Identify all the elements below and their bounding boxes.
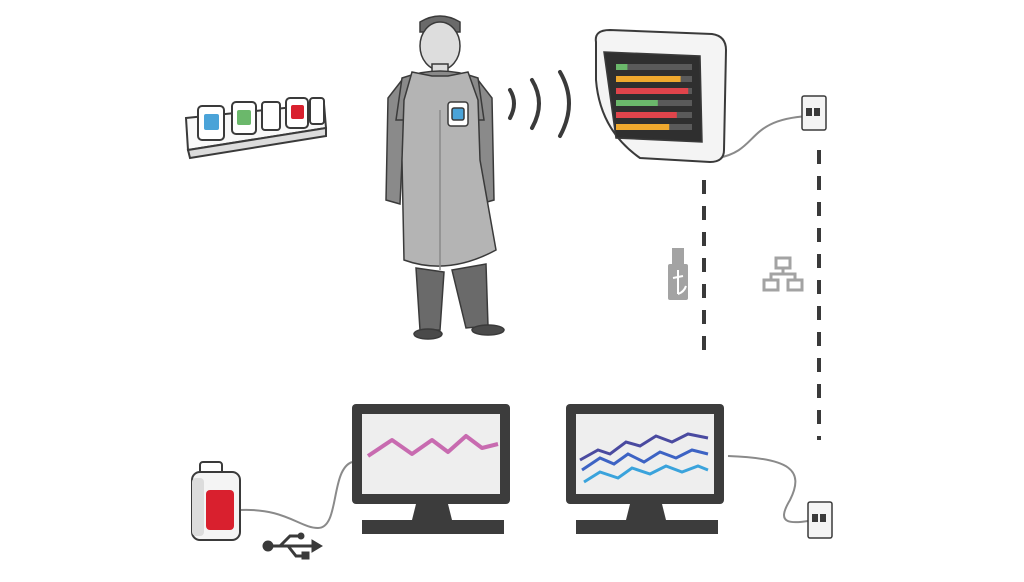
workstation-network-cable: [728, 456, 815, 522]
wireless-signal-icon: [510, 72, 569, 136]
display-network-cable: [718, 116, 808, 158]
dosimeter-indicator: [206, 490, 234, 530]
rack-slot-indicator: [204, 114, 219, 130]
rack-slot-indicator: [237, 110, 251, 125]
person-wearing-lead-apron-icon: [386, 16, 504, 339]
dosimeter-usb-cable: [240, 462, 352, 528]
ethernet-wall-jack-icon: [802, 96, 826, 130]
display-status-bar: [616, 88, 688, 94]
rack-slot-badge: [198, 106, 224, 140]
dosimeter-badge-rack-icon: [186, 98, 326, 158]
rack-slot-indicator: [291, 105, 304, 119]
wall-display-icon: [596, 30, 726, 162]
display-status-bar: [616, 112, 677, 118]
cables: [240, 116, 815, 528]
display-status-bar: [616, 76, 681, 82]
rack-slot-badge: [286, 98, 308, 128]
desktop-monitor-icon: [566, 404, 724, 534]
usb-symbol-icon: [263, 533, 322, 559]
rack-slot-badge: [232, 102, 256, 134]
worn-badge-indicator: [452, 108, 464, 120]
ethernet-wall-jack-icon: [808, 502, 832, 538]
display-status-bar: [616, 64, 627, 70]
usb-stick-icon: [668, 248, 688, 300]
dashed-links: [704, 150, 819, 440]
worn-dosimeter-badge: [448, 102, 468, 126]
display-status-bar: [616, 124, 669, 130]
desktop-monitor-icon: [352, 404, 510, 534]
display-status-bar: [616, 100, 658, 106]
network-topology-icon: [764, 258, 802, 290]
personal-dosimeter-icon: [192, 462, 240, 540]
